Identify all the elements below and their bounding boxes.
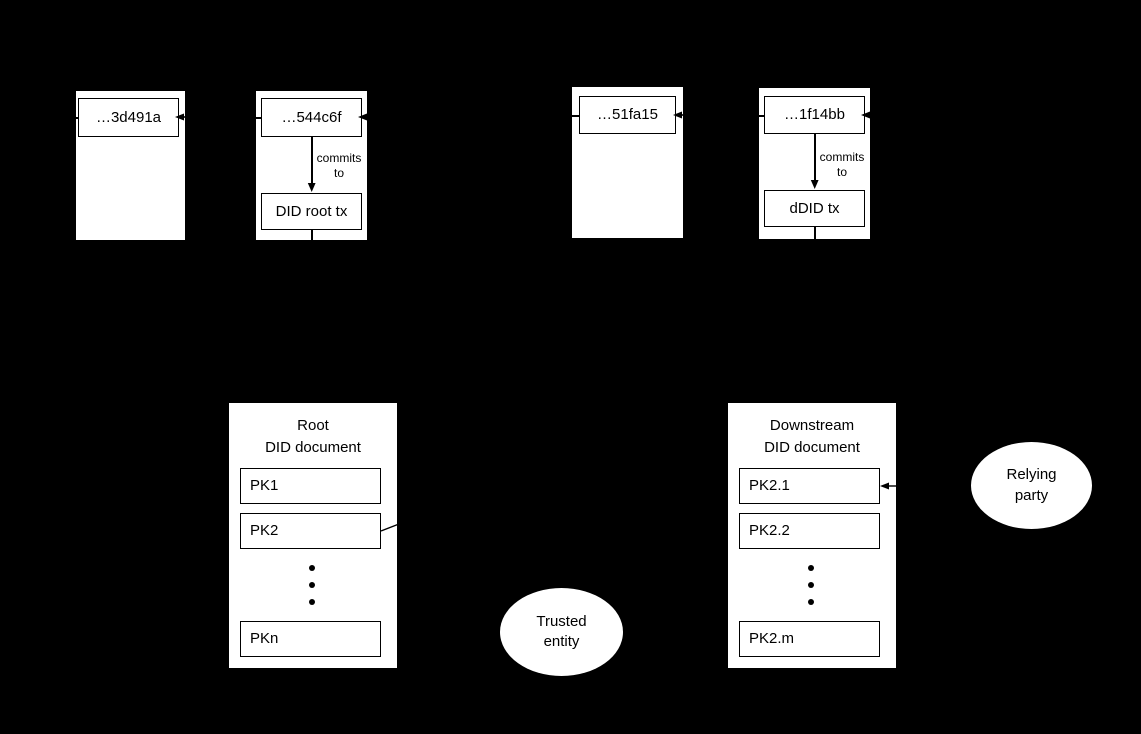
block-2-next-arrowhead (358, 113, 369, 121)
root-did-key-label-2: PKn (250, 630, 279, 648)
block-4-commits-label: commits to (819, 150, 865, 179)
block-2-hash-label: …544c6f (281, 108, 342, 126)
root-did-ellipsis (309, 565, 315, 605)
block-4-tx-box[interactable]: dDID tx (764, 190, 865, 227)
block-4-tx-down-link (814, 227, 816, 239)
block-4-hash-box[interactable]: …1f14bb (764, 96, 865, 134)
block-1-prev-link (69, 117, 83, 119)
root-did-key-row-1[interactable]: PK2 (240, 513, 381, 549)
block-4-hash-label: …1f14bb (784, 106, 845, 124)
block-4-commits-arrowhead (810, 180, 819, 189)
downstream-did-ellipsis (808, 565, 814, 605)
downstream-did-key-label-1: PK2.2 (749, 522, 790, 540)
downstream-did-key-label-0: PK2.1 (749, 477, 790, 495)
trusted-entity-node[interactable]: Trusted entity (500, 588, 623, 676)
block-2-tx-down-link (311, 230, 313, 241)
relying-party-node[interactable]: Relying party (971, 442, 1092, 529)
root-did-key-label-1: PK2 (250, 522, 279, 540)
block-1-next-arrowhead (175, 113, 186, 121)
root-did-document-title: Root DID document (265, 417, 361, 456)
block-2-tx-label: DID root tx (275, 202, 348, 220)
block-4-tx-label: dDID tx (789, 199, 840, 217)
downstream-did-document-title: Downstream DID document (764, 417, 860, 456)
pk2-outgoing-connector (380, 523, 400, 532)
block-2-commits-label: commits to (316, 151, 362, 180)
downstream-did-key-row-0[interactable]: PK2.1 (739, 468, 880, 504)
root-did-key-label-0: PK1 (250, 477, 279, 495)
block-3-prev-link (566, 115, 582, 117)
pk2-1-incoming-arrow (880, 482, 899, 490)
block-2-hash-box[interactable]: …544c6f (261, 98, 362, 137)
block-2-commits-arrowhead (307, 183, 316, 192)
block-3-next-arrowhead (673, 111, 684, 119)
block-1-hash-box[interactable]: …3d491a (78, 98, 179, 137)
block-3-hash-box[interactable]: …51fa15 (579, 96, 676, 134)
block-2-prev-link (249, 117, 265, 119)
block-2-commits-line (311, 137, 313, 187)
trusted-entity-label: Trusted entity (536, 612, 587, 650)
block-4-prev-link (752, 115, 768, 117)
block-4-next-arrowhead (861, 111, 872, 119)
root-did-key-row-0[interactable]: PK1 (240, 468, 381, 504)
block-1-hash-label: …3d491a (95, 108, 162, 126)
relying-party-label: Relying party (1006, 466, 1057, 504)
block-2-tx-box[interactable]: DID root tx (261, 193, 362, 230)
downstream-did-key-row-1[interactable]: PK2.2 (739, 513, 880, 549)
root-did-key-row-2[interactable]: PKn (240, 621, 381, 657)
block-3-hash-label: …51fa15 (597, 106, 658, 124)
block-4-commits-line (814, 134, 816, 184)
downstream-did-key-row-2[interactable]: PK2.m (739, 621, 880, 657)
downstream-did-key-label-2: PK2.m (749, 630, 795, 648)
